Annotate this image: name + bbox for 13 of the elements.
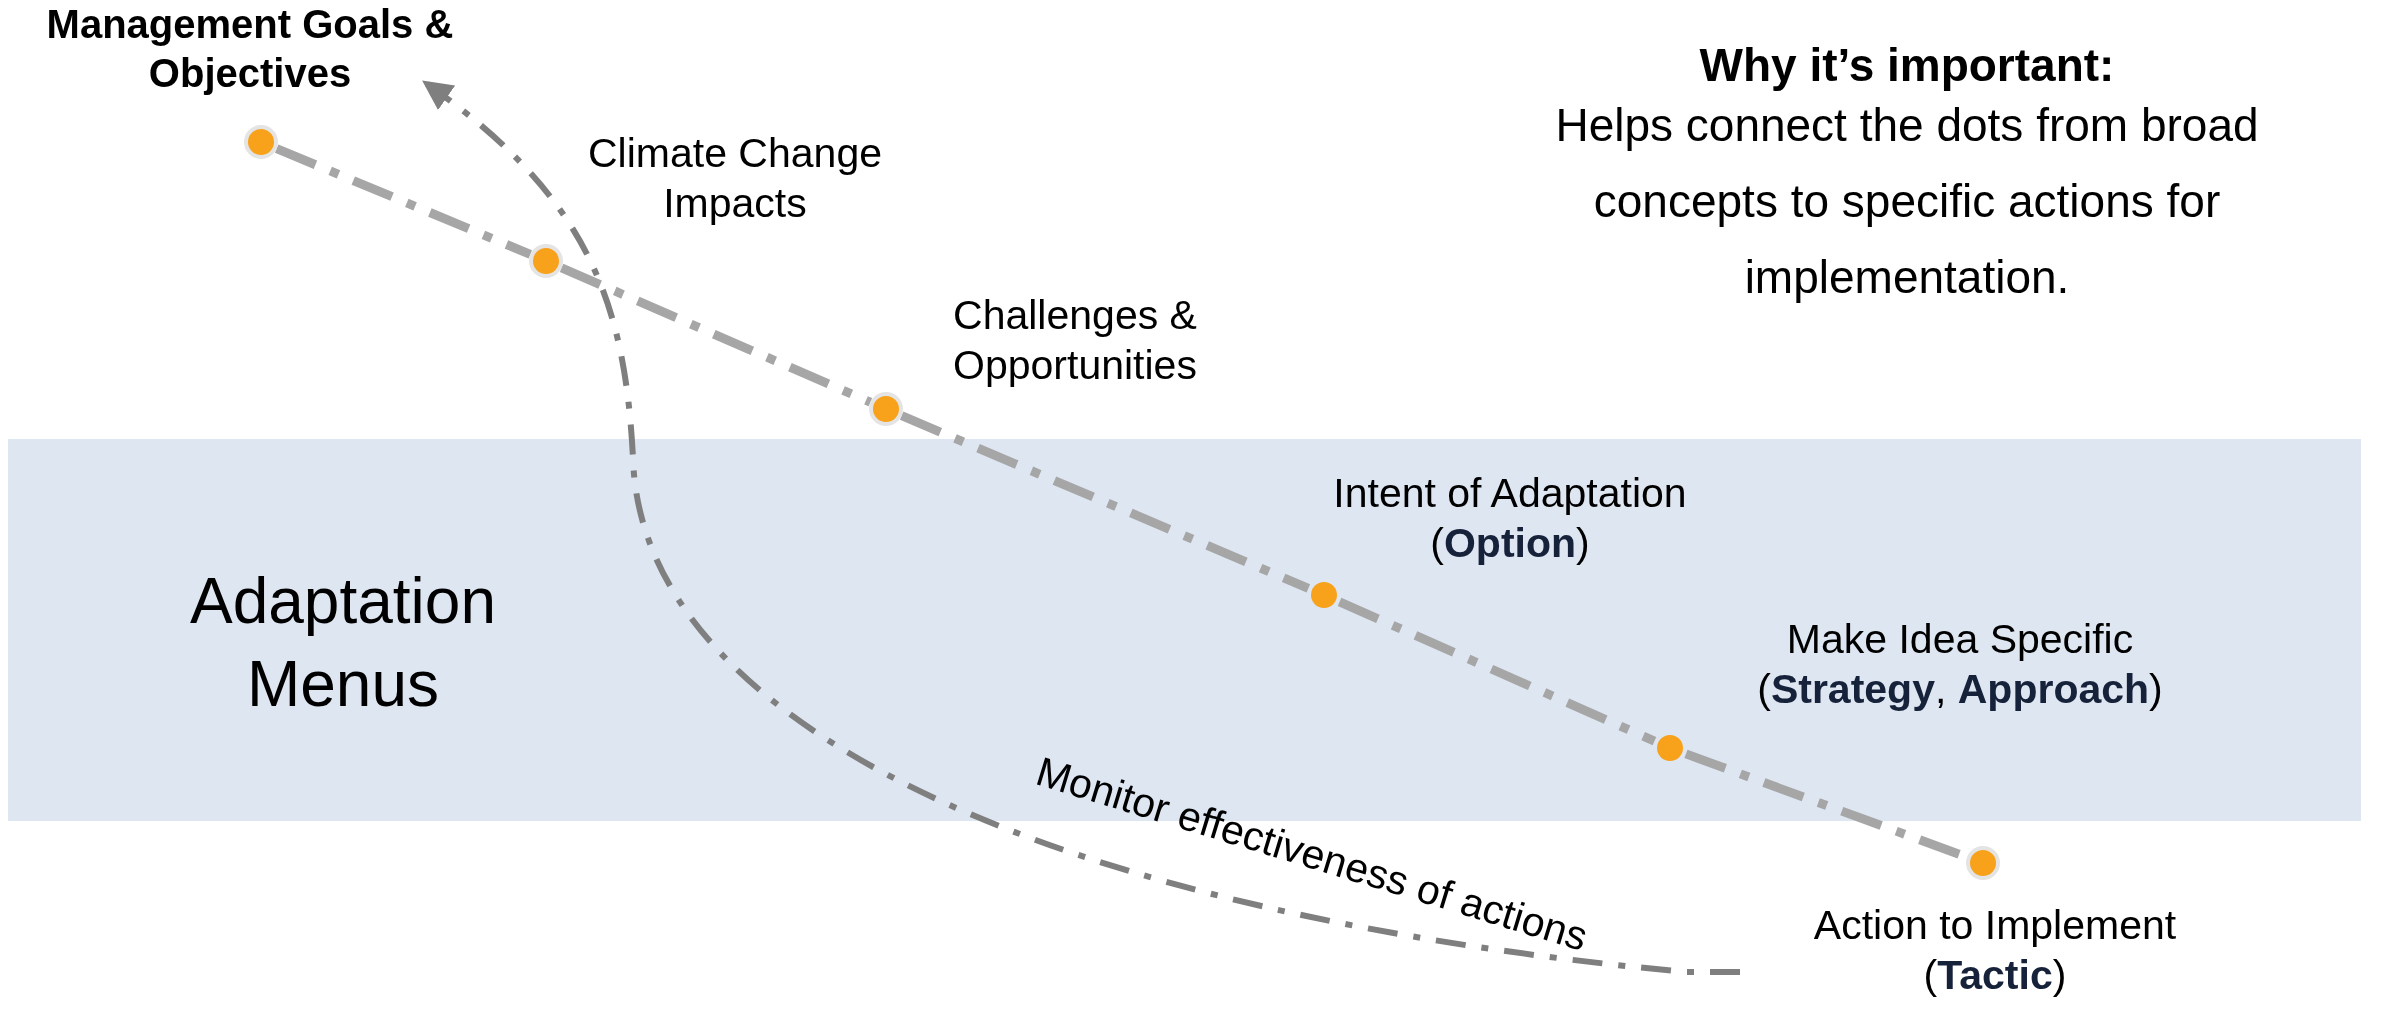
band-title: Adaptation Menus xyxy=(189,564,497,723)
point-label: Challenges & Opportunities xyxy=(952,291,1198,390)
point-label: Make Idea Specific (Strategy, Approach) xyxy=(1756,615,2164,714)
heading: Why it’s important: xyxy=(1698,38,2116,93)
point-label: Intent of Adaptation (Option) xyxy=(1332,469,1688,568)
point-label: Management Goals & Objectives xyxy=(45,1,455,97)
dot-marker xyxy=(244,125,278,159)
point-label: Climate Change Impacts xyxy=(587,129,883,228)
point-label: Action to Implement (Tactic) xyxy=(1812,901,2178,1000)
dot-marker xyxy=(529,244,563,278)
dot-marker xyxy=(869,392,903,426)
description-text: Helps connect the dots from broad concepts to specific actions for implementation. xyxy=(1554,98,2260,305)
dot-marker xyxy=(1966,846,2000,880)
